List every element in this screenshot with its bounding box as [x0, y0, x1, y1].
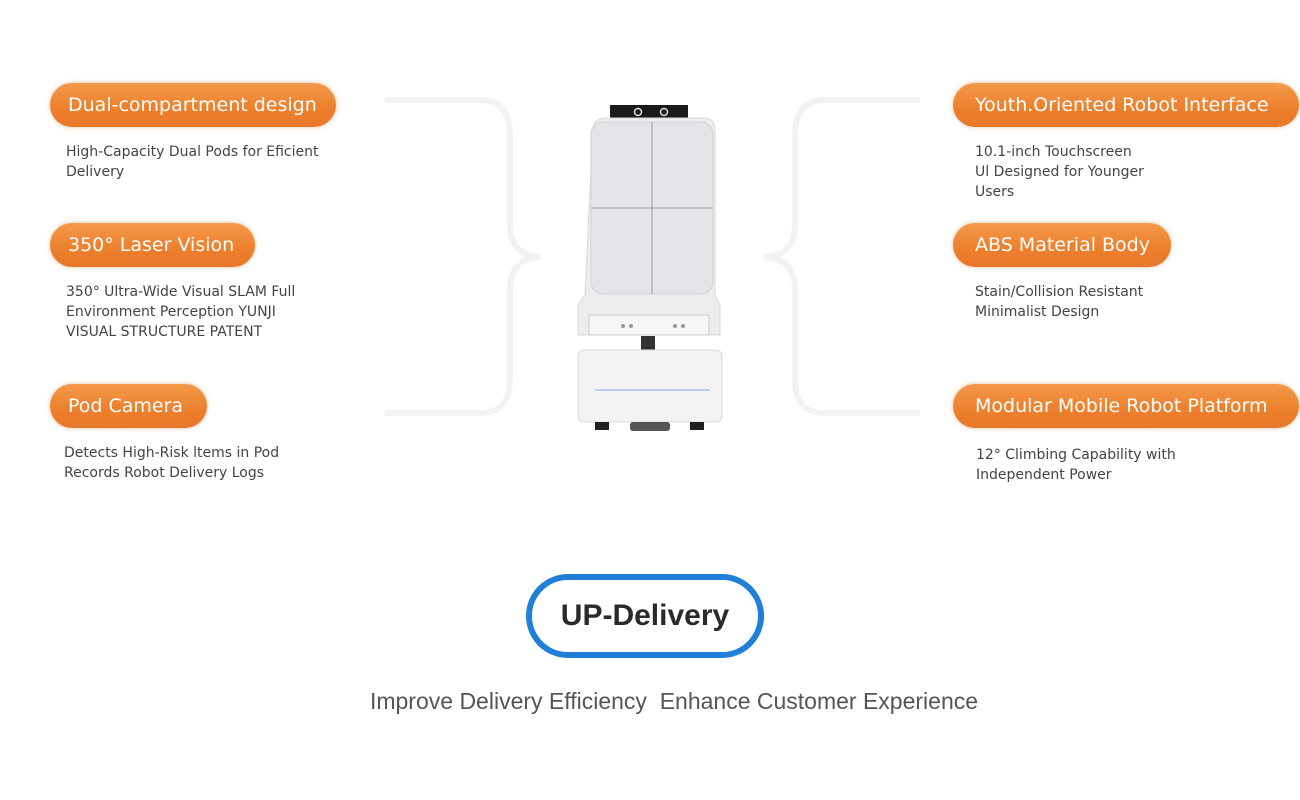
feature-desc: 12° Climbing Capability with Independent…: [976, 447, 1176, 483]
feature-pill-pod-camera: Pod Camera: [50, 384, 207, 428]
feature-desc: 350° Ultra-Wide Visual SLAM Full Environ…: [66, 284, 296, 340]
feature-pill-abs-body: ABS Material Body: [953, 223, 1171, 267]
feature-desc: High-Capacity Dual Pods for Eficient Del…: [66, 144, 319, 180]
feature-pill-laser-vision: 350° Laser Vision: [50, 223, 255, 267]
feature-pill-mobile-platform: Modular Mobile Robot Platform: [953, 384, 1299, 428]
feature-pill-dual-compartment: Dual-compartment design: [50, 83, 336, 127]
feature-pill-robot-interface: Youth.Oriented Robot Interface: [953, 83, 1299, 127]
right-bracket: [764, 97, 920, 416]
tagline: Improve Delivery Efficiency Enhance Cust…: [369, 688, 979, 714]
feature-desc: Stain/Collision Resistant Minimalist Des…: [975, 284, 1144, 320]
robot-image: [577, 105, 723, 431]
feature-desc: Detects High-Risk ltems in Pod Records R…: [64, 445, 280, 481]
product-name-badge: UP-Delivery: [526, 574, 764, 658]
product-name: UP-Delivery: [560, 599, 730, 632]
left-bracket: [385, 97, 541, 416]
feature-desc: 10.1-inch Touchscreen Ul Designed for Yo…: [975, 144, 1144, 200]
